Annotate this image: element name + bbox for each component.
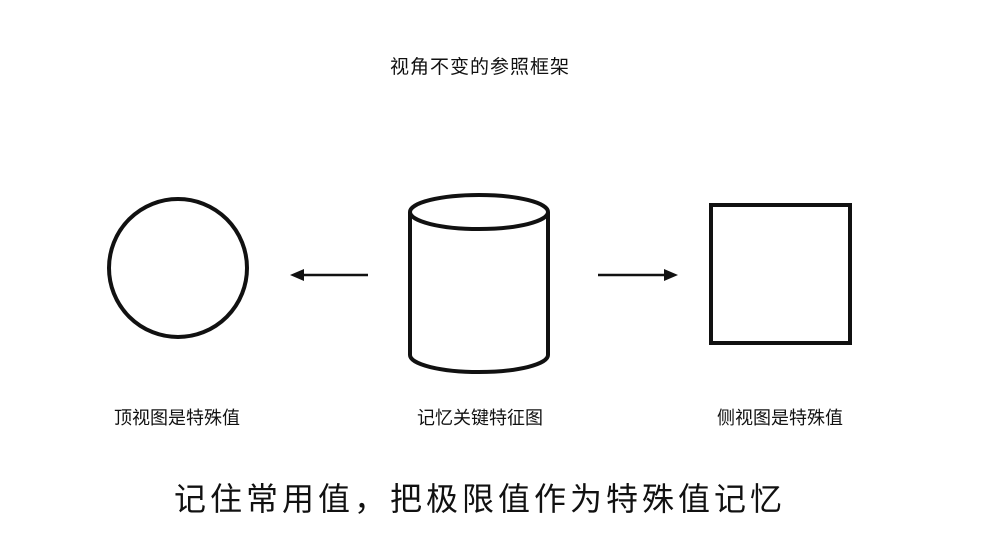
cylinder-shape <box>408 193 550 374</box>
label-key-features: 记忆关键特征图 <box>417 408 543 429</box>
label-top-view: 顶视图是特殊值 <box>114 408 240 429</box>
square-shape <box>709 203 852 345</box>
label-side-view: 侧视图是特殊值 <box>717 408 843 429</box>
diagram-title: 视角不变的参照框架 <box>389 56 570 78</box>
arrow-right <box>598 269 678 281</box>
arrow-left <box>290 269 368 281</box>
caption: 记住常用值，把极限值作为特殊值记忆 <box>173 480 786 518</box>
circle-shape <box>107 197 249 339</box>
